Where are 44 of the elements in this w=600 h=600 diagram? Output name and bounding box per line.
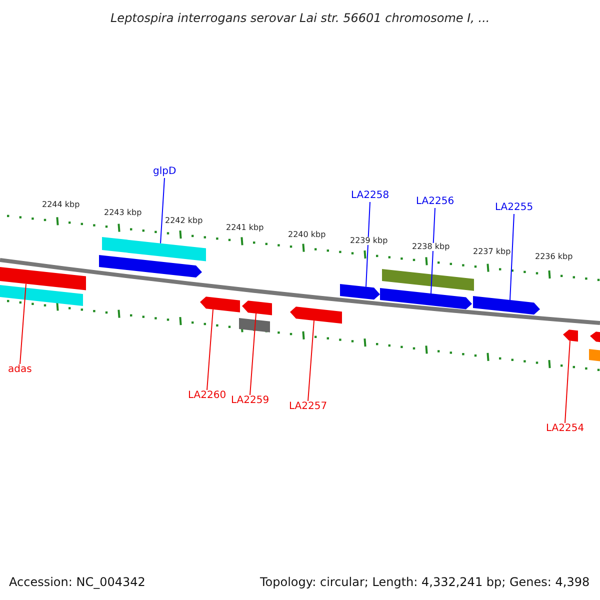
gene-feature xyxy=(200,296,240,312)
gene-feature xyxy=(242,300,272,316)
gene-label: LA2259 xyxy=(231,396,270,406)
gene-bar xyxy=(0,267,86,290)
leader-line xyxy=(430,208,436,294)
leader-line xyxy=(510,214,514,300)
gene-bar xyxy=(102,237,206,262)
footer-text: Topology: circular; Length: 4,332,241 bp; Genes: 4,398 xyxy=(260,576,590,588)
leader-line xyxy=(206,308,214,390)
scale-label: 2240 kbp xyxy=(288,231,326,239)
gene-bar xyxy=(382,269,474,291)
leader-line xyxy=(250,313,256,396)
gene-bar xyxy=(0,285,83,306)
gene-label: LA2254 xyxy=(546,424,584,434)
leader-line xyxy=(366,202,370,288)
gene-feature xyxy=(99,255,202,278)
leader-line xyxy=(160,178,165,244)
leader-line xyxy=(308,320,314,402)
gene-feature xyxy=(290,306,342,324)
scale-label: 2238 kbp xyxy=(412,243,450,251)
scale-label: 2244 kbp xyxy=(42,201,80,209)
scale-label: 2239 kbp xyxy=(350,237,388,245)
gene-label: LA2260 xyxy=(188,391,226,401)
gene-feature xyxy=(590,332,600,342)
gene-label: LA2258 xyxy=(351,191,390,201)
gene-label: glpD xyxy=(153,167,176,177)
gene-label: LA2256 xyxy=(416,197,454,207)
gene-feature xyxy=(473,296,540,315)
gene-feature xyxy=(340,284,380,300)
scale-label: 2237 kbp xyxy=(473,248,511,256)
gene-label: LA2255 xyxy=(495,203,534,213)
diagram-title: Leptospira interrogans serovar Lai str. 56601 chromosome I, ... xyxy=(110,12,490,24)
scale-label: 2241 kbp xyxy=(226,224,264,232)
gene-bar xyxy=(589,349,600,362)
gene-bar xyxy=(239,318,270,332)
gene-feature xyxy=(563,330,578,342)
scale-label: 2236 kbp xyxy=(535,253,573,261)
scale-label: 2243 kbp xyxy=(104,209,142,217)
scale-label: 2242 kbp xyxy=(165,217,203,225)
gene-label: LA2257 xyxy=(289,402,328,412)
gene-label: adas xyxy=(8,365,32,375)
leader-line xyxy=(20,283,26,364)
footer-text: Accession: NC_004342 xyxy=(9,576,146,588)
leader-line xyxy=(564,340,570,424)
